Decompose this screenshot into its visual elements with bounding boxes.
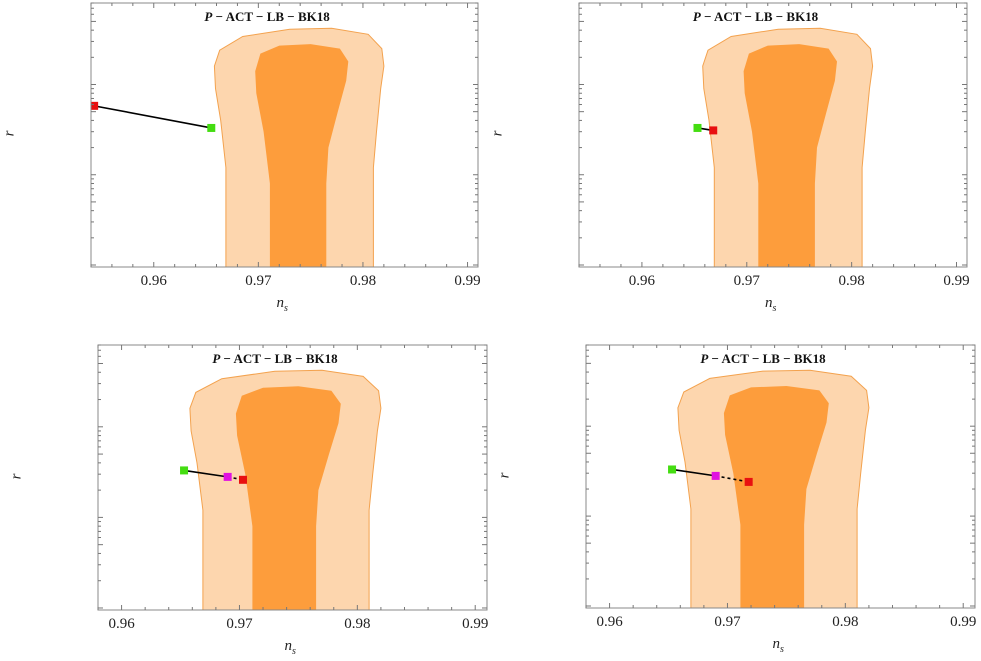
x-axis-label: ns xyxy=(765,295,777,314)
x-axis-label: ns xyxy=(276,295,288,314)
marker-t-rh-max xyxy=(180,466,189,475)
marker-t-bbn xyxy=(238,475,247,484)
panel-title: P − ACT − LB − BK18 xyxy=(700,351,826,366)
contour-1sigma xyxy=(235,386,341,610)
x-tick-label: 0.98 xyxy=(838,273,865,289)
plot-frame xyxy=(585,344,976,609)
x-tick-label: 0.96 xyxy=(108,616,135,632)
x-tick-label: 0.98 xyxy=(349,273,377,289)
contour-1sigma xyxy=(723,386,829,608)
plot-frame xyxy=(97,344,488,611)
x-tick-label: 0.99 xyxy=(943,273,970,289)
trajectory-line-solid xyxy=(671,468,716,477)
x-tick-label: 0.96 xyxy=(140,273,167,289)
x-axis-label: ns xyxy=(284,638,296,657)
contour-1sigma xyxy=(255,44,349,267)
marker-t-bbn xyxy=(709,126,718,135)
x-tick-label: 0.99 xyxy=(950,614,977,630)
marker-t-rh-gw xyxy=(223,472,232,481)
x-tick-label: 0.99 xyxy=(462,616,489,632)
x-tick-label: 0.99 xyxy=(454,273,481,289)
marker-t-rh-max xyxy=(693,123,702,132)
marker-t-rh-max xyxy=(207,123,216,132)
marker-t-rh-gw xyxy=(711,471,720,480)
x-axis-label: ns xyxy=(772,636,784,655)
x-tick-label: 0.97 xyxy=(733,273,760,289)
plot-frame xyxy=(578,2,968,268)
marker-t-bbn xyxy=(91,101,99,110)
x-tick-label: 0.97 xyxy=(226,616,253,632)
y-axis-label: r xyxy=(496,472,513,478)
x-tick-label: 0.97 xyxy=(245,273,272,289)
panel-title: P − ACT − LB − BK18 xyxy=(204,9,330,24)
x-tick-label: 0.96 xyxy=(628,273,656,289)
trajectory-line-solid xyxy=(183,469,228,478)
marker-t-bbn xyxy=(744,477,753,486)
x-tick-label: 0.97 xyxy=(714,614,741,630)
panel-title: P − ACT − LB − BK18 xyxy=(212,351,338,366)
x-tick-label: 0.98 xyxy=(344,616,371,632)
panel-title: P − ACT − LB − BK18 xyxy=(692,9,819,24)
marker-t-rh-max xyxy=(668,465,677,474)
x-tick-label: 0.98 xyxy=(832,614,859,630)
contour-1sigma xyxy=(743,44,837,267)
plot-frame xyxy=(90,2,479,268)
trajectory-line xyxy=(93,105,212,129)
x-tick-label: 0.96 xyxy=(596,614,623,630)
